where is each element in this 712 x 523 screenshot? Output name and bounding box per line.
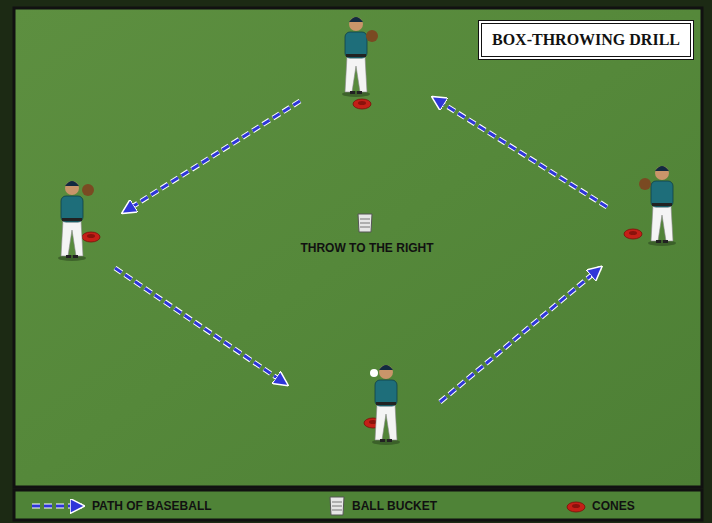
legend-text: PATH OF BASEBALL [92,499,212,513]
instruction-label: THROW TO THE RIGHT [300,241,433,255]
legend-text: BALL BUCKET [352,499,437,513]
title-box: BOX-THROWING DRILL [478,20,694,60]
legend-text: CONES [592,499,635,513]
